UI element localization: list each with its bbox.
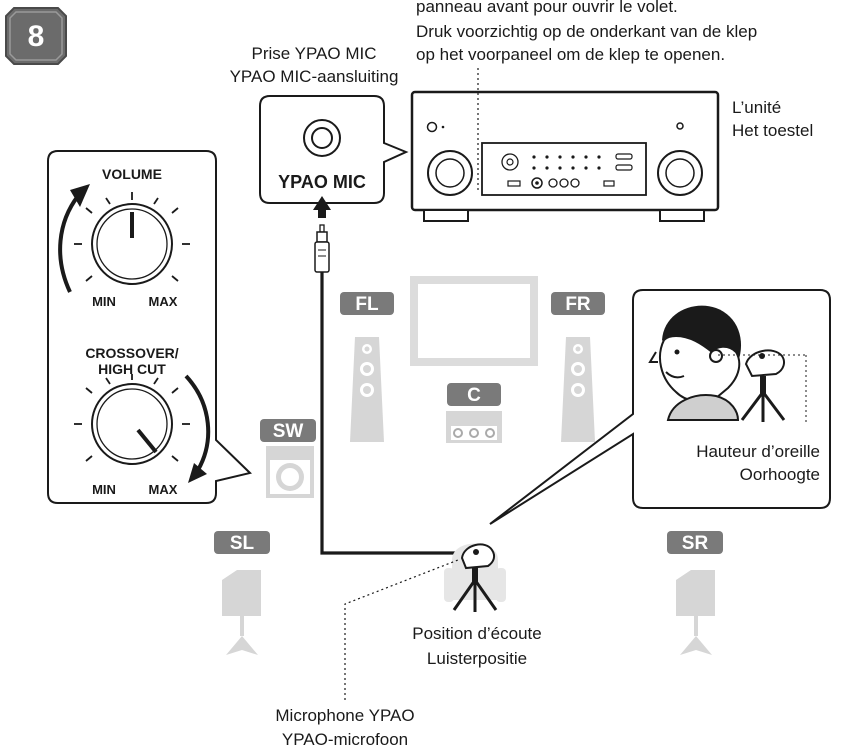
volume-label: VOLUME — [102, 166, 162, 182]
volume-knob-ticks — [74, 192, 190, 282]
speaker-tag-fr — [551, 292, 605, 315]
mic-jack-label-nl: YPAO MIC-aansluiting — [229, 67, 399, 86]
speaker-tag-fr-label: FR — [565, 294, 591, 315]
speaker-tag-c — [447, 383, 501, 406]
speaker-tag-sr-label: SR — [682, 533, 709, 554]
tripod-mic-small-icon — [740, 349, 786, 422]
step-badge: 8 — [5, 7, 67, 65]
speaker-fr-icon — [561, 337, 595, 442]
power-button-icon — [426, 121, 438, 133]
speaker-tag-c-label: C — [467, 385, 481, 406]
unit-label-fr: L’unité — [732, 98, 782, 117]
ear-height-label-fr: Hauteur d’oreille — [696, 442, 820, 461]
volume-min-label: MIN — [92, 294, 116, 309]
speaker-tag-sw-label: SW — [273, 421, 304, 442]
volume-max-label: MAX — [149, 294, 178, 309]
ypao-mic-jack-icon — [531, 177, 543, 189]
av-receiver — [410, 90, 720, 222]
front-panel-note-nl-line1: Druk voorzichtig op de onderkant van de … — [416, 22, 758, 41]
mic-plug-icon — [314, 224, 330, 273]
crossover-knob-pointer — [136, 428, 158, 454]
ear-height-label-nl: Oorhoogte — [739, 465, 820, 484]
mic-jack-label-fr: Prise YPAO MIC — [251, 44, 377, 63]
crossover-label-line1: CROSSOVER/ — [85, 345, 178, 361]
listener-head-icon — [648, 305, 742, 421]
crossover-min-label: MIN — [92, 482, 116, 497]
listening-position — [444, 543, 506, 612]
step-number: 8 — [28, 20, 45, 53]
front-panel-note-fr: panneau avant pour ouvrir le volet. — [416, 0, 678, 16]
crossover-turn-arrow — [184, 374, 211, 471]
tv — [410, 276, 538, 366]
listening-position-label-nl: Luisterpositie — [426, 649, 528, 668]
mic-cable — [320, 272, 462, 555]
ear-height-callout — [489, 289, 831, 525]
speaker-fl-icon — [350, 337, 384, 442]
jack-panel-text: YPAO MIC — [278, 172, 366, 192]
speaker-tags: FL FR C SW SL SR — [214, 292, 723, 554]
speaker-tag-fl-label: FL — [355, 294, 379, 315]
microphone-label-fr: Microphone YPAO — [275, 706, 415, 725]
unit-label-nl: Het toestel — [732, 121, 814, 140]
mic-jack-callout: YPAO MIC — [259, 95, 409, 204]
speaker-tag-sl-label: SL — [230, 533, 255, 554]
speaker-sw-icon — [266, 446, 314, 498]
volume-turn-arrow — [58, 194, 80, 293]
crossover-label-line2: HIGH CUT — [98, 361, 166, 377]
crossover-knob-ticks — [74, 374, 190, 462]
speaker-c-icon — [446, 411, 502, 443]
crossover-max-label: MAX — [149, 482, 178, 497]
subwoofer-controls-callout: VOLUME MIN MAX CROSSOVER/ HIGH CUT — [47, 150, 253, 504]
speaker-sl-icon — [222, 570, 261, 655]
speaker-sr-icon — [676, 570, 715, 655]
speaker-tag-sr — [667, 531, 723, 554]
speaker-tag-sl — [214, 531, 270, 554]
listening-position-label-fr: Position d’écoute — [412, 624, 542, 643]
speaker-tag-sw — [260, 419, 316, 442]
front-panel-note-nl-line2: op het voorpaneel om de klep te openen. — [416, 45, 726, 64]
ypao-microphone-icon — [452, 543, 498, 612]
microphone-label-nl: YPAO-microfoon — [281, 730, 409, 749]
speaker-tag-fl — [340, 292, 394, 315]
